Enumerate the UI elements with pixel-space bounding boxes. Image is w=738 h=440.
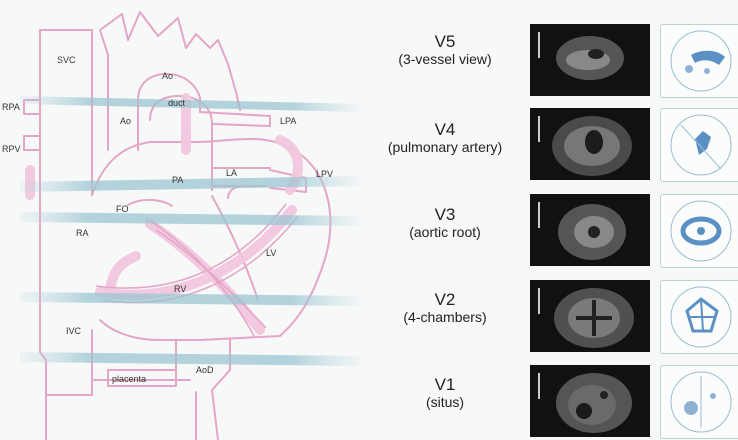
plane-v3 — [20, 212, 360, 226]
view-title: V1 — [360, 375, 530, 394]
ultrasound-image-v4 — [530, 108, 650, 180]
view-subtitle: (3-vessel view) — [360, 51, 530, 68]
label-pa: PA — [172, 175, 183, 185]
plane-v4 — [20, 176, 360, 192]
view-label-v5: V5 (3-vessel view) — [360, 32, 530, 68]
ultrasound-image-v2 — [530, 280, 650, 352]
view-subtitle: (situs) — [360, 394, 530, 411]
label-rpa: RPA — [2, 102, 20, 112]
schematic-sketch-v4 — [660, 108, 738, 182]
view-label-v3: V3 (aortic root) — [360, 205, 530, 241]
view-label-v2: V2 (4-chambers) — [360, 290, 530, 326]
ultrasound-image-v3 — [530, 194, 650, 266]
label-lv: LV — [266, 248, 276, 258]
label-ao-top: Ao — [162, 71, 173, 81]
schematic-sketch-v5 — [660, 24, 738, 98]
view-subtitle: (4-chambers) — [360, 309, 530, 326]
view-title: V3 — [360, 205, 530, 224]
label-ao-left: Ao — [120, 116, 131, 126]
plane-v1 — [20, 352, 360, 366]
label-rpv: RPV — [2, 144, 21, 154]
schematic-sketch-v2 — [660, 280, 738, 354]
label-lpa: LPA — [280, 116, 296, 126]
label-ra: RA — [76, 228, 89, 238]
label-fo: FO — [116, 204, 129, 214]
label-aod: AoD — [196, 365, 214, 375]
view-title: V4 — [360, 120, 530, 139]
label-svc: SVC — [57, 55, 76, 65]
ultrasound-image-v1 — [530, 365, 650, 437]
view-subtitle: (pulmonary artery) — [360, 139, 530, 156]
label-placenta: placenta — [112, 374, 146, 384]
label-la: LA — [226, 168, 237, 178]
view-title: V2 — [360, 290, 530, 309]
view-title: V5 — [360, 32, 530, 51]
label-ivc: IVC — [66, 326, 82, 336]
view-label-v4: V4 (pulmonary artery) — [360, 120, 530, 156]
label-lpv: LPV — [316, 169, 333, 179]
plane-v2 — [20, 292, 360, 306]
schematic-sketch-v3 — [660, 194, 738, 268]
view-label-v1: V1 (situs) — [360, 375, 530, 411]
schematic-sketch-v1 — [660, 365, 738, 439]
view-subtitle: (aortic root) — [360, 224, 530, 241]
label-duct: duct — [168, 98, 186, 108]
label-rv: RV — [174, 284, 186, 294]
heart-diagram: SVC Ao duct Ao RPA RPV LPA PA LA LPV FO … — [0, 0, 360, 440]
aortic-arch-outline — [100, 12, 240, 150]
ultrasound-image-v5 — [530, 24, 650, 96]
